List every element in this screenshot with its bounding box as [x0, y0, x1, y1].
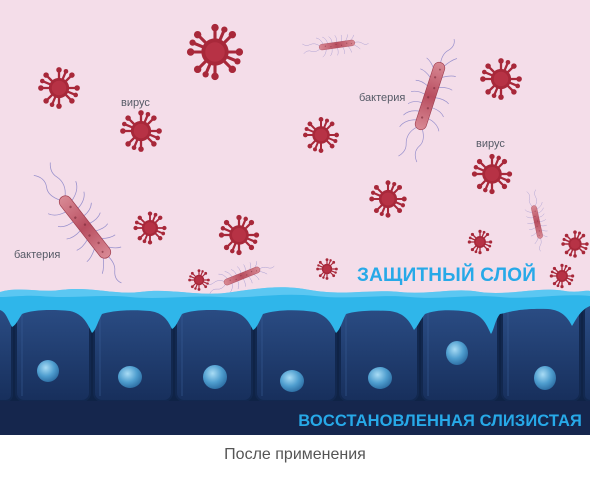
nuclei	[37, 341, 556, 392]
virus-icon	[217, 213, 261, 257]
virus-icon	[36, 65, 82, 111]
virus-icon	[368, 179, 408, 219]
virus-icon	[118, 108, 164, 154]
virus-label: вирус	[121, 97, 150, 109]
virus-icon	[132, 210, 168, 246]
virus-icon	[187, 268, 211, 292]
mucosa-diagram: вирус бактерия вирус бактерия ЗАЩИТНЫЙ С…	[0, 0, 590, 435]
bacteria-label: бактерия	[14, 249, 60, 261]
virus-icon	[470, 152, 514, 196]
caption: После применения	[224, 446, 366, 463]
mucosa-band	[0, 401, 590, 435]
lumen-background	[0, 0, 590, 310]
virus-icon	[467, 229, 493, 255]
virus-label: вирус	[476, 138, 505, 150]
virus-icon	[549, 263, 575, 289]
virus-icon	[185, 22, 245, 82]
bacteria-label: бактерия	[359, 92, 405, 104]
protective-mucus-layer	[0, 287, 590, 334]
virus-icon	[478, 56, 524, 102]
virus-icon	[560, 229, 590, 259]
virus-icon	[302, 116, 340, 154]
protective-layer-title: ЗАЩИТНЫЙ СЛОЙ	[357, 264, 536, 286]
virus-icon	[315, 257, 339, 281]
restored-mucosa-title: ВОССТАНОВЛЕННАЯ СЛИЗИСТАЯ	[298, 412, 582, 430]
